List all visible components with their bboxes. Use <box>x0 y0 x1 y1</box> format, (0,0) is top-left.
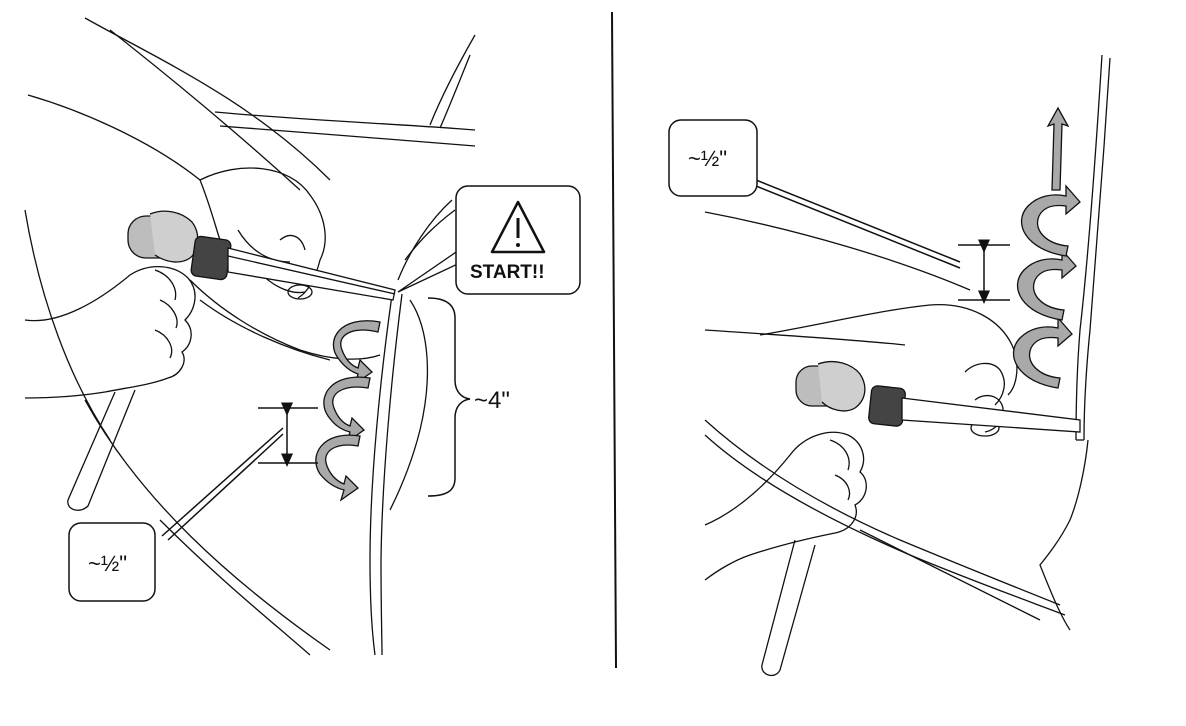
curved-arrow-icon <box>315 434 361 502</box>
curved-arrow-icon <box>323 376 371 444</box>
curved-arrow-icon <box>1016 248 1077 321</box>
right-lower-hand-with-hammer <box>704 360 1081 677</box>
start-callout: START!! <box>397 185 581 295</box>
left-spacing-callout: ~½" <box>68 522 156 602</box>
car-body-outline <box>24 17 476 656</box>
right-spacing-label: ~½" <box>688 146 727 171</box>
panel-divider <box>611 11 617 669</box>
fender-trim-strip <box>369 199 456 656</box>
warning-triangle-icon <box>490 200 546 254</box>
start-label: START!! <box>470 262 545 283</box>
lower-hand-with-hammer <box>24 210 396 511</box>
upper-hand <box>27 94 381 361</box>
length-label: ~4" <box>474 387 510 414</box>
right-car-body-outline <box>704 211 1066 621</box>
length-bracket <box>427 297 471 497</box>
left-motion-arrows <box>315 320 381 502</box>
left-panel <box>24 17 476 656</box>
curved-arrow-icon <box>1012 316 1073 389</box>
right-trim-strip <box>1039 54 1111 631</box>
right-spacing-dimension <box>755 179 1010 304</box>
curved-arrow-icon <box>1020 184 1081 257</box>
curved-arrow-icon <box>332 320 381 386</box>
right-spacing-callout: ~½" <box>668 119 758 197</box>
right-motion-arrows <box>1012 106 1081 389</box>
left-spacing-label: ~½" <box>88 551 127 576</box>
left-spacing-dimension <box>161 402 318 541</box>
right-panel <box>704 54 1111 677</box>
up-arrow-icon <box>1046 106 1070 191</box>
